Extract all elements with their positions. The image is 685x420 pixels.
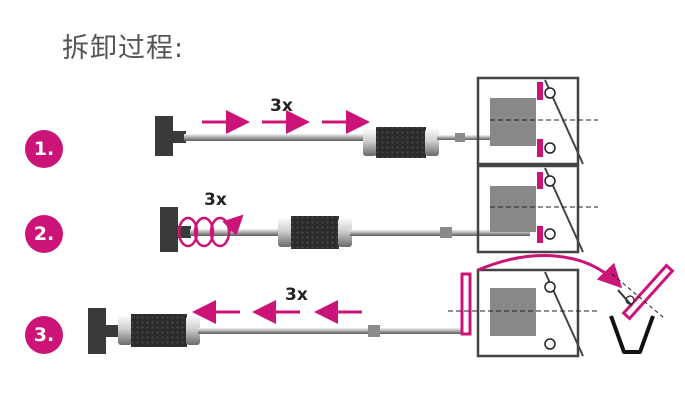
discarded-ring xyxy=(611,263,675,321)
step-3-tool xyxy=(88,308,463,354)
step-3-repeat-label: 3x xyxy=(285,285,308,305)
discard-arrow xyxy=(477,254,623,289)
step-1-tool xyxy=(155,116,532,158)
step-3-badge: 3. xyxy=(25,316,63,354)
bin-icon xyxy=(609,315,655,354)
step-3-housing xyxy=(448,268,598,358)
step-3-removed-ring xyxy=(460,272,472,336)
step-2-repeat-label: 3x xyxy=(204,190,227,210)
step-2-housing xyxy=(476,164,598,254)
page-title: 拆卸过程: xyxy=(62,33,185,64)
step-2-rotation-spiral xyxy=(177,214,244,248)
step-1-housing xyxy=(476,76,598,166)
step-2-badge: 2. xyxy=(25,215,63,253)
step-1-badge: 1. xyxy=(25,130,63,168)
